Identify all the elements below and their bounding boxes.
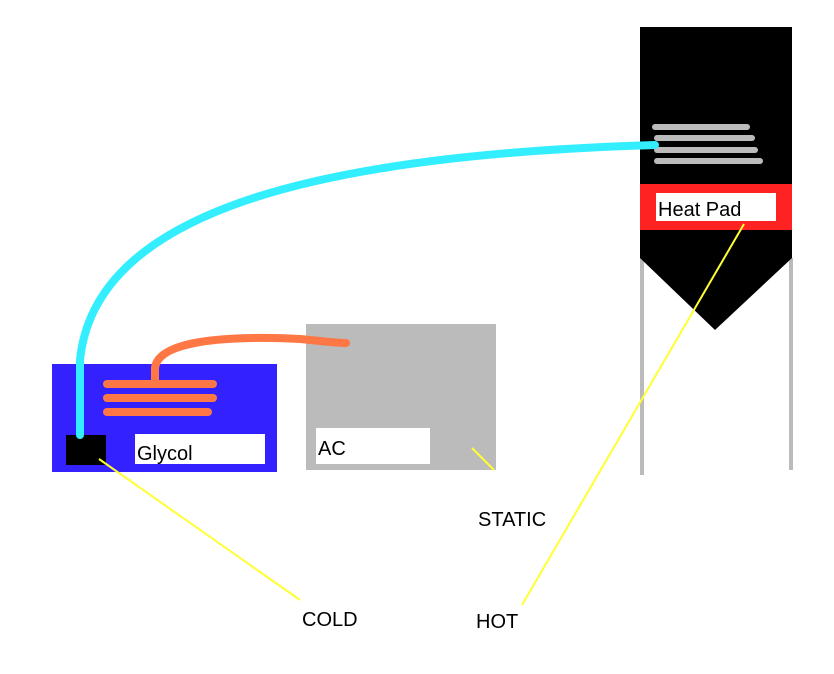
heat-pad-label: Heat Pad (658, 199, 741, 221)
ac-unit: AC (306, 324, 496, 470)
fermenter-coil (652, 124, 763, 164)
static-pointer (471, 447, 495, 471)
heat-pad-label-box (656, 193, 776, 221)
fermenter-tank: Heat Pad (640, 27, 793, 475)
glycol-label: Glycol (137, 443, 193, 465)
ac-label-box (316, 428, 430, 464)
ac-refrigerant-line (151, 333, 350, 388)
cold-label: COLD (302, 609, 358, 631)
pointer-lines (98, 223, 745, 606)
glycol-label-box (135, 434, 265, 464)
glycol-tank: Glycol (52, 364, 277, 472)
hot-pointer (521, 223, 745, 606)
cold-pointer (98, 458, 301, 601)
glycol-supply-line (76, 141, 659, 439)
hot-label: HOT (476, 611, 518, 633)
ac-label: AC (318, 438, 346, 460)
fermenter-body (640, 27, 792, 330)
static-label: STATIC (478, 509, 546, 531)
glycol-tank-coil (103, 380, 217, 416)
